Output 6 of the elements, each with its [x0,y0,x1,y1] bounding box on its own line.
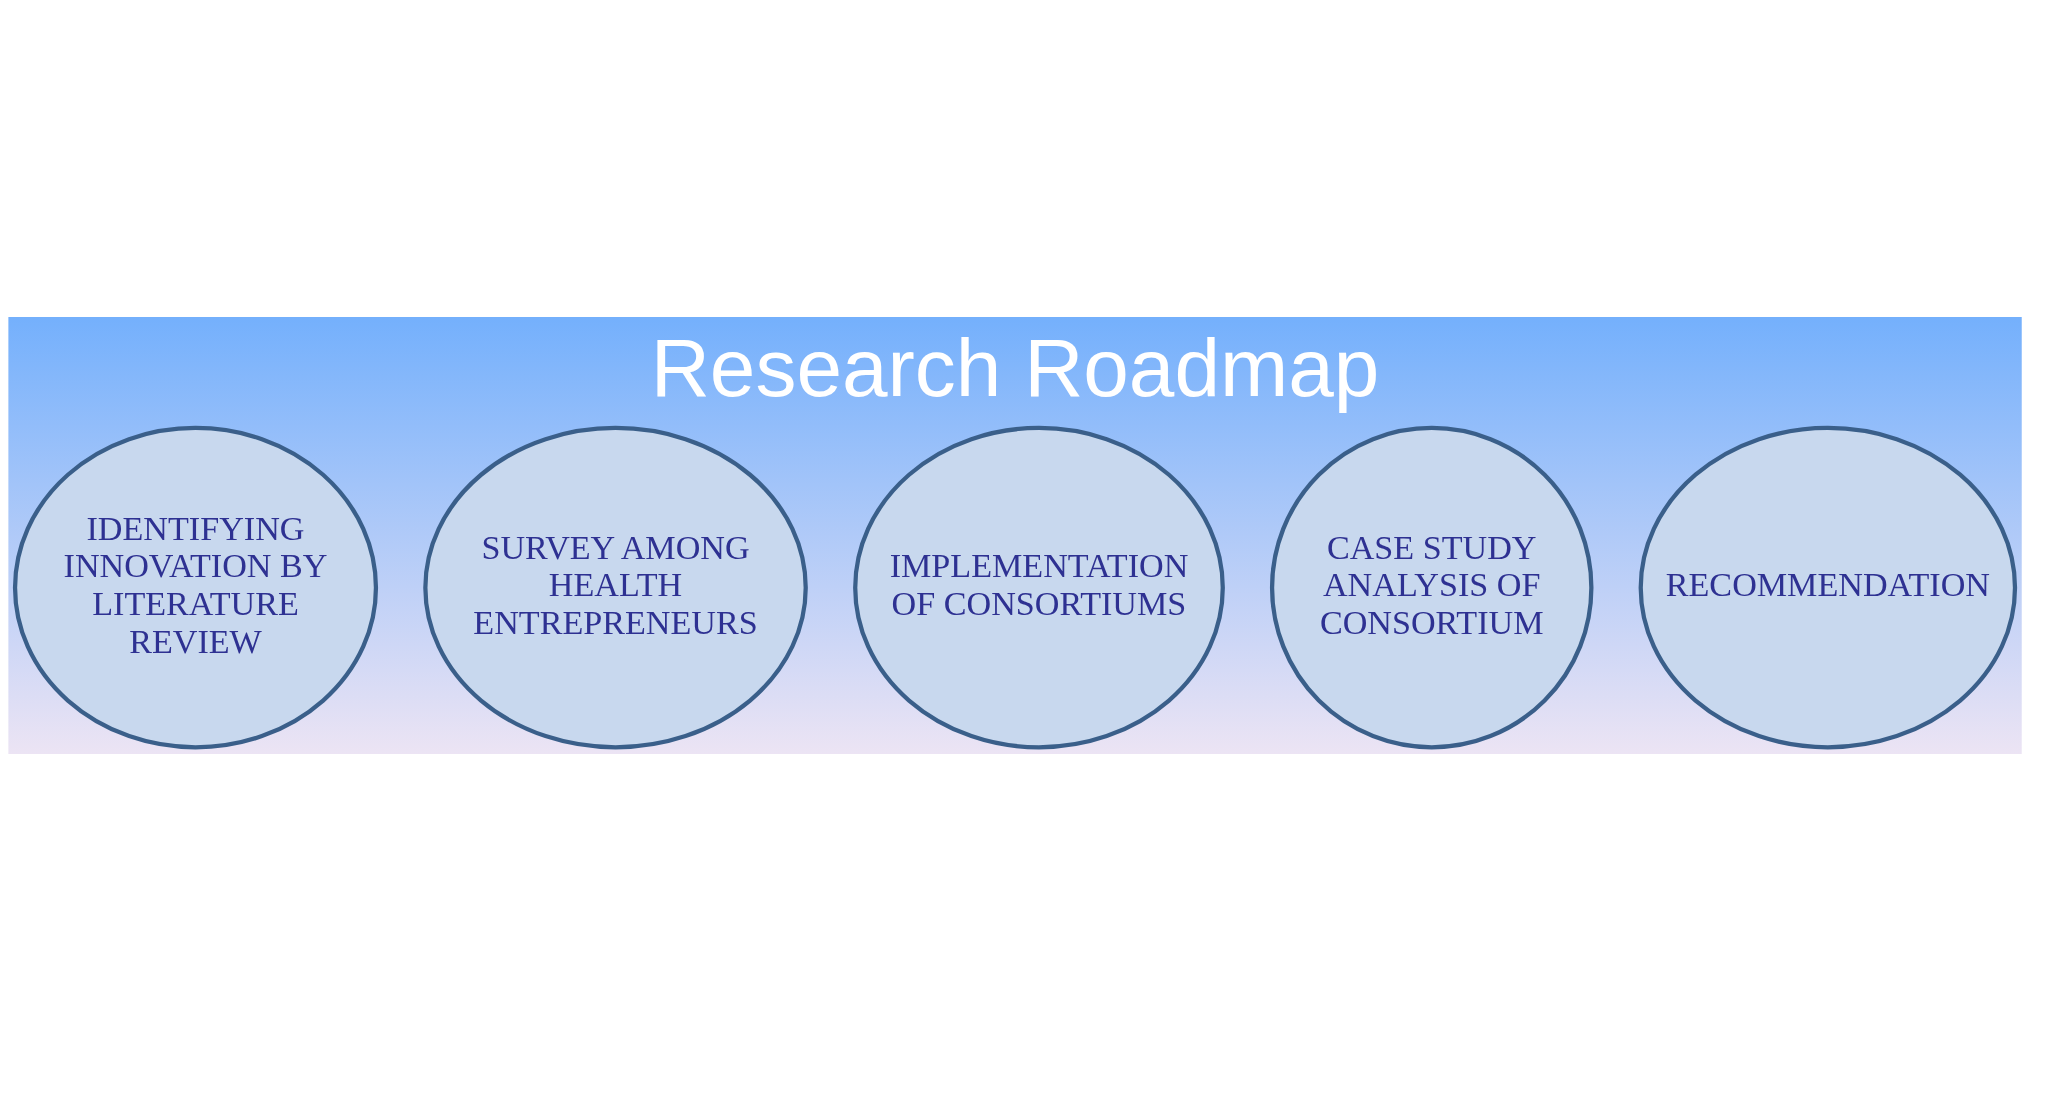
node-ellipse: IDENTIFYING INNOVATION BY LITERATURE REVIEW [12,425,379,750]
node-ellipse: IMPLEMENTATION OF CONSORTIUMS [853,425,1225,750]
node-ellipse: SURVEY AMONG HEALTH ENTREPRENEURS [423,425,808,750]
node-circle: CASE STUDY ANALYSIS OF CONSORTIUM [1269,425,1594,750]
diagram-title: Research Roadmap [650,322,1380,414]
node-ellipse: RECOMMENDATION [1638,425,2018,750]
